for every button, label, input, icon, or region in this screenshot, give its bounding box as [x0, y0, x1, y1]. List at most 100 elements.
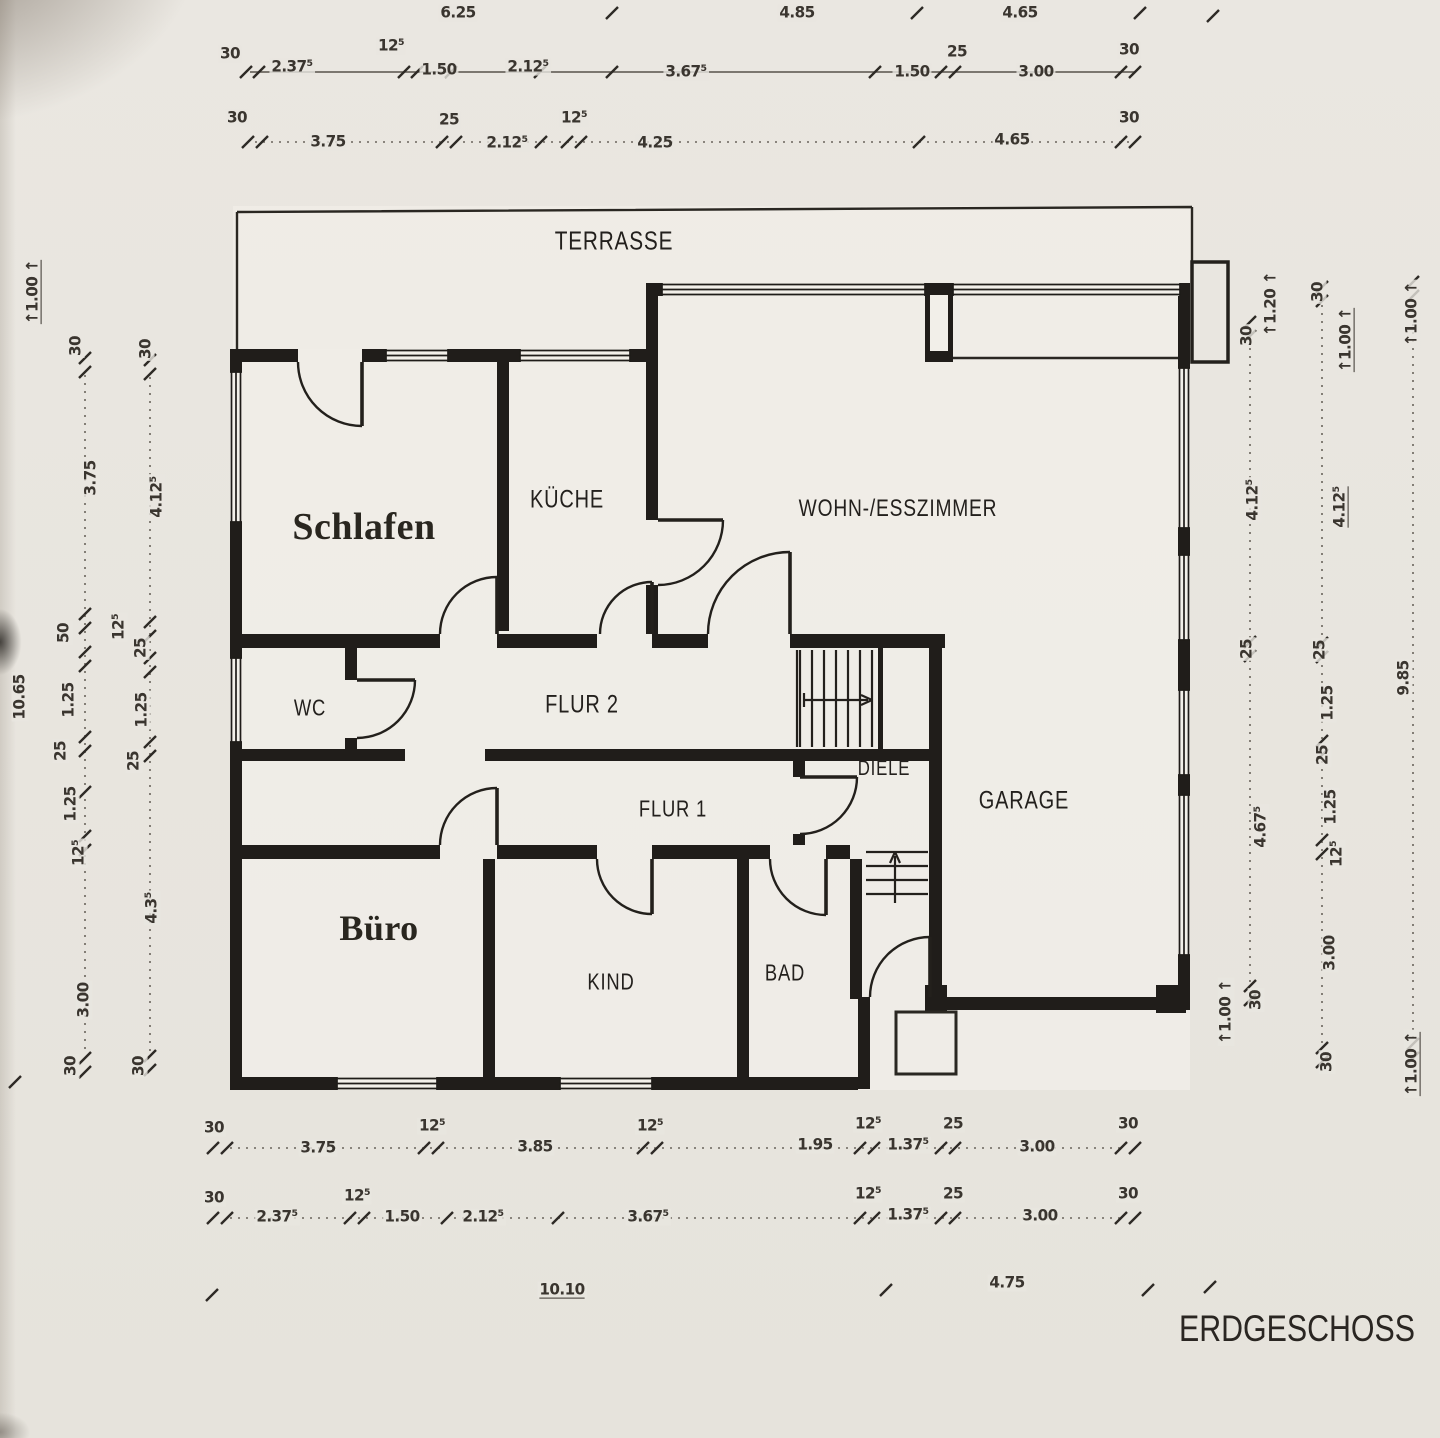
dimension-label: 10.65	[9, 672, 29, 722]
stairs	[795, 650, 928, 903]
dimension-label: 3.67⁵	[663, 61, 709, 81]
dimension-label: 4.65	[1000, 2, 1040, 22]
room-label-diele: DIELE	[857, 757, 911, 780]
dimension-label: 1.37⁵	[885, 1204, 931, 1224]
dimension-label: 3.85	[515, 1136, 555, 1156]
dimension-label: 3.75	[80, 458, 100, 498]
dimension-label: 4.25	[635, 132, 675, 152]
dimension-label: ↑1.00 ↑	[1401, 279, 1421, 349]
room-label-flur-1: FLUR 1	[638, 795, 708, 822]
dimension-label: 30	[1236, 324, 1256, 348]
dimension-label: 30	[1245, 988, 1265, 1012]
dimension-label: 12⁵	[108, 612, 128, 642]
dimension-ticks	[8, 6, 1420, 1302]
dimension-label: 9.85	[1393, 658, 1413, 698]
dimension-label: 1.25	[1320, 787, 1340, 827]
dimension-label: 3.00	[1319, 933, 1339, 973]
dimension-label: 4.65	[992, 129, 1032, 149]
dimension-label: 25	[123, 749, 143, 773]
dimension-label: 1.25	[58, 680, 78, 720]
dimension-label: 12⁵	[68, 838, 88, 868]
dimension-label: 1.95	[795, 1134, 835, 1154]
room-label-wc: WC	[293, 694, 327, 721]
dimension-label: 50	[53, 621, 73, 645]
entry-step	[894, 1010, 958, 1076]
dimension-label: 3.00	[1016, 61, 1056, 81]
pillar	[1190, 260, 1230, 364]
basement-stair-arrow	[888, 851, 902, 903]
doors	[296, 361, 932, 998]
dimension-label: 30	[1307, 280, 1327, 304]
room-label-flur-2: FLUR 2	[545, 690, 619, 719]
dimension-label: 4.12⁵	[146, 474, 166, 520]
dimension-label: 12⁵	[559, 107, 589, 127]
plan-background	[230, 206, 1192, 1090]
dimension-label: 30	[135, 337, 155, 361]
dimension-label: 10.10	[537, 1279, 587, 1299]
dimension-label: 3.75	[308, 131, 348, 151]
dimension-label: 3.67⁵	[625, 1206, 671, 1226]
dimension-label: 25	[941, 1113, 965, 1133]
dimension-label: 1.25	[60, 784, 80, 824]
dimension-label: 2.12⁵	[460, 1206, 506, 1226]
dimension-label: 25	[941, 1183, 965, 1203]
dimension-label: 4.75	[987, 1272, 1027, 1292]
dimension-label: 25	[130, 636, 150, 660]
dimension-label: 6.25	[438, 2, 478, 22]
dimension-label: 1.25	[1317, 683, 1337, 723]
dimension-label: 25	[945, 41, 969, 61]
dimension-label: 30	[1316, 1050, 1336, 1074]
dimension-label: ↑1.00 ↑	[1335, 305, 1355, 375]
dimension-label: 12⁵	[376, 35, 406, 55]
dimension-label: 1.50	[892, 61, 932, 81]
dimension-label: 30	[202, 1187, 226, 1207]
walls	[230, 283, 1190, 1090]
dimension-label: 4.12⁵	[1329, 484, 1349, 530]
room-label-kueche: KÜCHE	[529, 485, 605, 514]
dimension-label: 25	[1236, 637, 1256, 661]
windows	[230, 283, 1190, 1090]
dimension-label: 30	[128, 1054, 148, 1078]
dimension-label: 30	[65, 334, 85, 358]
room-label-buero: Büro	[339, 908, 419, 948]
dimension-label: 4.85	[777, 2, 817, 22]
dimension-label: 1.50	[419, 59, 459, 79]
dimension-label: 25	[1312, 743, 1332, 767]
room-label-garage: GARAGE	[978, 786, 1070, 815]
dimension-label: 4.12⁵	[1242, 477, 1262, 523]
room-label-schlafen: Schlafen	[292, 506, 436, 548]
dimension-label: 30	[1117, 107, 1141, 127]
dimension-label: 25	[50, 739, 70, 763]
dimension-label: 30	[60, 1054, 80, 1078]
dimension-label: 30	[218, 43, 242, 63]
dimension-label: 3.75	[298, 1137, 338, 1157]
dimension-label: 2.12⁵	[505, 56, 551, 76]
dimension-label: 4.67⁵	[1250, 804, 1270, 850]
dimension-label: ↑1.00 ↑	[1215, 977, 1235, 1047]
room-label-bad: BAD	[764, 959, 806, 986]
dimension-label: 3.00	[1017, 1136, 1057, 1156]
dimension-label: 4.3⁵	[141, 890, 161, 926]
dimension-label: 25	[437, 109, 461, 129]
dimension-label: 12⁵	[342, 1185, 372, 1205]
dimension-label: ↑1.00 ↑	[22, 257, 42, 327]
dimension-label: 12⁵	[417, 1115, 447, 1135]
dimension-label: 30	[225, 107, 249, 127]
dimension-label: 30	[202, 1117, 226, 1137]
drawing-title: ERDGESCHOSS	[1178, 1308, 1416, 1349]
room-label-wohn-esszimmer: WOHN-/ESSZIMMER	[798, 495, 998, 522]
dimension-label: 30	[1116, 1183, 1140, 1203]
dimension-label: 12⁵	[1326, 839, 1346, 869]
dimension-label: 2.12⁵	[484, 132, 530, 152]
dimension-label: 1.37⁵	[885, 1134, 931, 1154]
terrace-outline	[235, 205, 1230, 364]
dimension-label: ↑1.00 ↑	[1401, 1029, 1421, 1099]
dimension-label: 3.00	[1020, 1205, 1060, 1225]
stair-up-arrow	[802, 693, 873, 707]
dimension-label: 30	[1117, 39, 1141, 59]
dimension-label: 12⁵	[853, 1183, 883, 1203]
dimension-label: 25	[1309, 638, 1329, 662]
dimension-lines	[8, 6, 1420, 1302]
